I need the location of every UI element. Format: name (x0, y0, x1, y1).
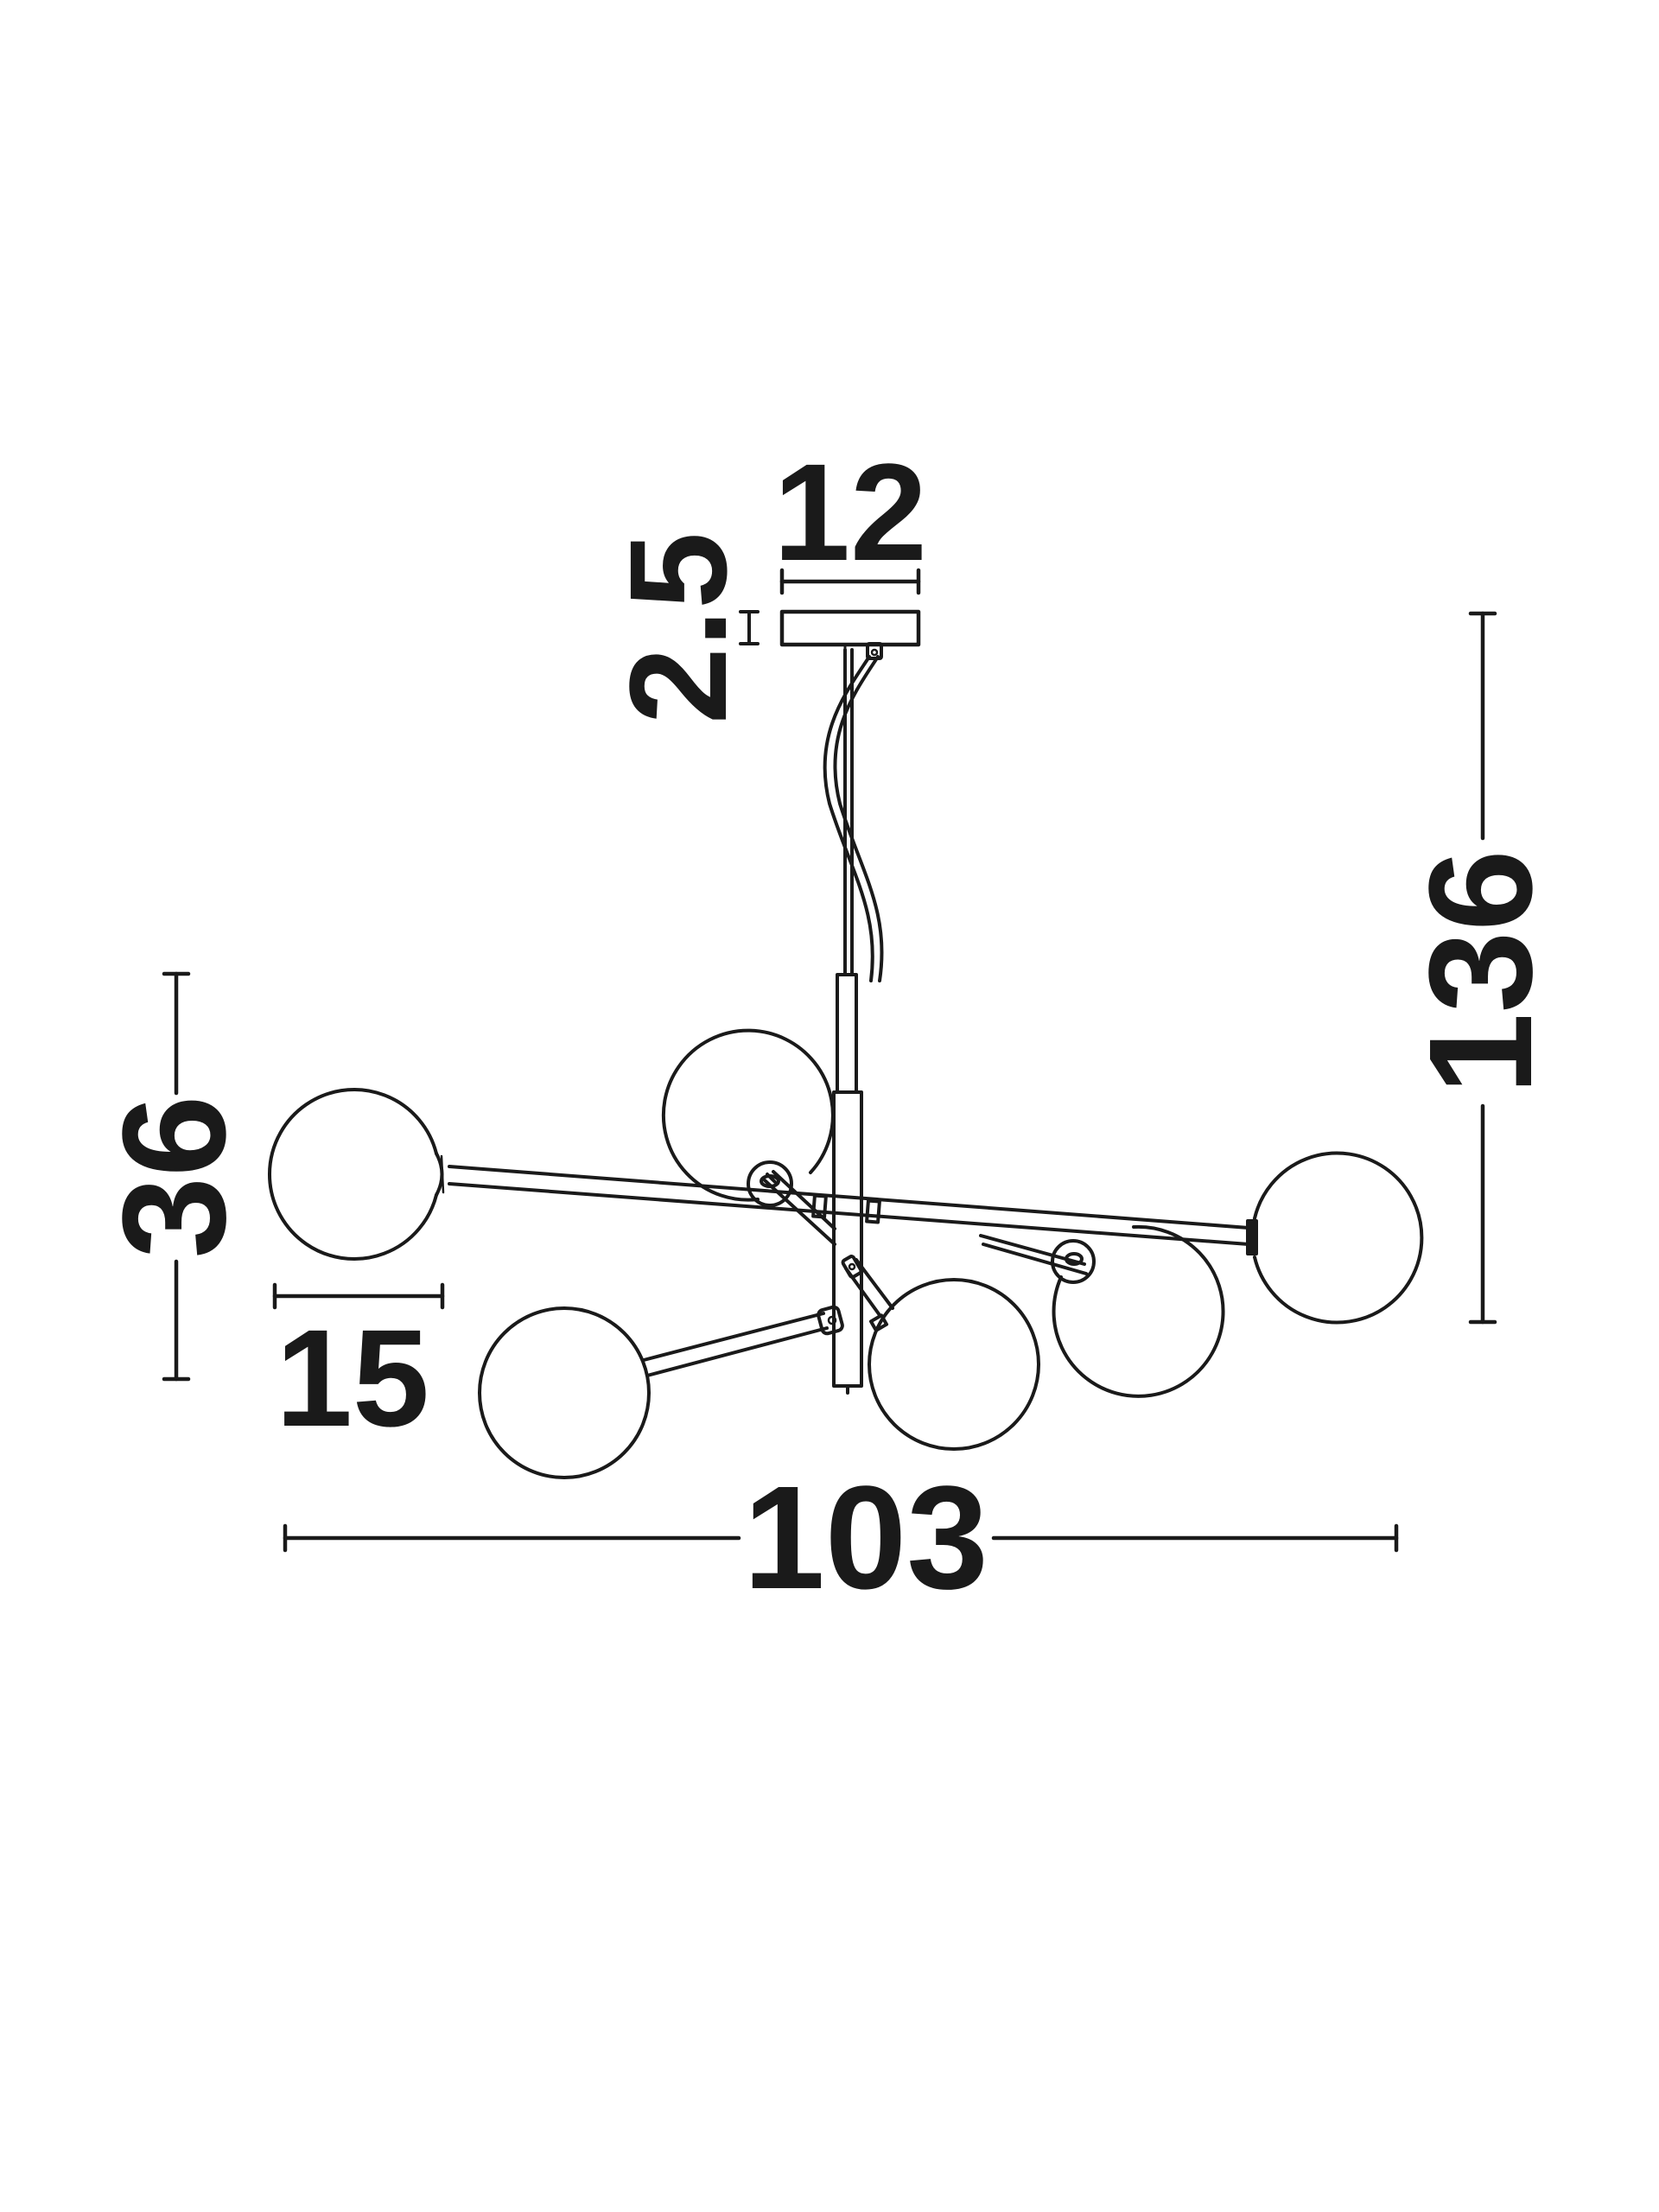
arm-front-right (841, 1255, 894, 1332)
globe-far-left (268, 1088, 445, 1261)
dim-line-total-width (283, 1523, 1399, 1553)
arm-horizontal (448, 1165, 1250, 1246)
globe-back-left (661, 1028, 835, 1207)
dim-line-total-height (1468, 611, 1497, 1325)
label-total-width: 103 (743, 1456, 988, 1620)
globe-front-right (868, 1278, 1040, 1451)
label-globe-diameter: 15 (276, 1300, 429, 1455)
suspension-wire (843, 648, 854, 976)
stem-upper (836, 973, 858, 1094)
arm-front-left (642, 1305, 844, 1377)
label-canopy-height: 2.5 (601, 532, 755, 724)
dim-line-globe-diameter (272, 1282, 445, 1310)
dim-line-canopy-height (739, 610, 760, 645)
label-canopy-width: 12 (773, 435, 927, 589)
canopy (779, 609, 921, 647)
globe-front-left (478, 1306, 651, 1479)
label-body-height: 36 (92, 1095, 257, 1258)
central-body (832, 1090, 863, 1395)
power-cable (823, 655, 884, 982)
dim-line-body-height (162, 971, 191, 1382)
dim-line-canopy-width (779, 568, 921, 595)
label-total-height: 136 (1399, 849, 1563, 1095)
globe-far-right (1246, 1151, 1424, 1325)
globe-back-right (1051, 1224, 1225, 1398)
